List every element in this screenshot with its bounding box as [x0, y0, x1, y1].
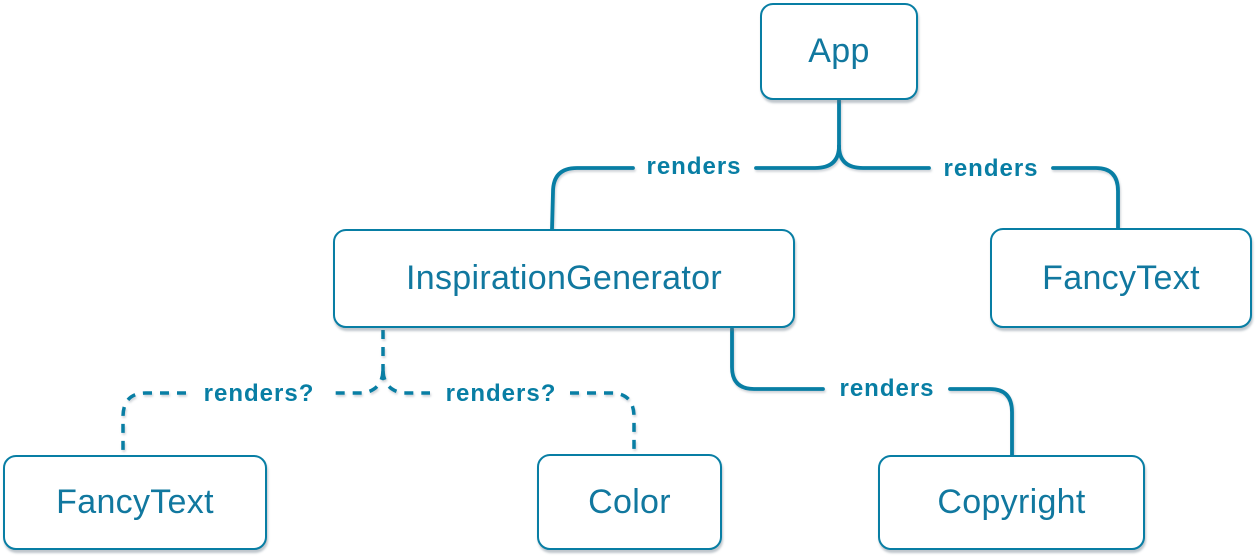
edge-label-app-inspirationgenerator: renders — [646, 153, 742, 180]
edge-inspirationgenerator-copyright-head — [730, 327, 825, 391]
node-app: App — [760, 3, 918, 100]
edge-label-inspirationgenerator-color: renders? — [445, 380, 557, 407]
edge-app-inspirationgenerator-tail — [550, 166, 635, 231]
edge-label-app-fancytext: renders — [943, 155, 1039, 182]
node-fancy-text-bottom: FancyText — [3, 455, 267, 550]
node-copyright-label: Copyright — [937, 483, 1086, 521]
node-inspiration-generator-label: InspirationGenerator — [406, 259, 722, 297]
edge-inspirationgenerator-fancytext-head — [332, 370, 385, 395]
node-app-label: App — [808, 32, 870, 70]
edge-inspirationgenerator-fancytext-tail — [121, 391, 186, 456]
edge-app-fancytext-head — [837, 144, 931, 170]
node-fancy-text-top-label: FancyText — [1042, 258, 1200, 297]
node-color: Color — [537, 454, 722, 550]
edge-label-inspirationgenerator-fancytext: renders? — [203, 380, 315, 407]
edge-inspirationgenerator-color-head — [381, 370, 430, 395]
node-fancy-text-top: FancyText — [990, 228, 1252, 328]
edge-label-inspirationgenerator-copyright: renders — [839, 375, 935, 402]
edge-inspirationgenerator-copyright-tail — [948, 387, 1014, 458]
node-inspiration-generator: InspirationGenerator — [333, 229, 795, 328]
edge-app-fancytext-tail — [1051, 166, 1120, 231]
edge-app-inspirationgenerator-head — [754, 144, 841, 170]
node-fancy-text-bottom-label: FancyText — [56, 483, 214, 521]
edge-inspirationgenerator-color-tail — [570, 391, 636, 455]
node-copyright: Copyright — [878, 455, 1145, 550]
node-color-label: Color — [588, 482, 671, 521]
